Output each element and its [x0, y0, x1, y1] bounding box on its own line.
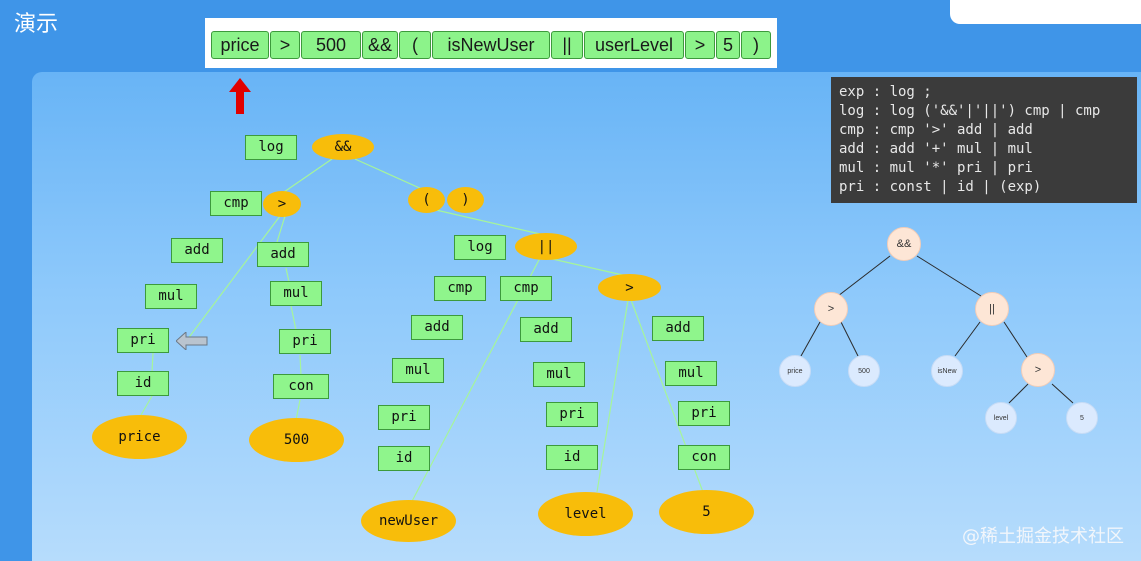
op-node-gt: > — [598, 274, 661, 301]
ast-leaf-price: price — [779, 355, 811, 387]
leaf-node-5: 5 — [659, 490, 754, 534]
grammar-line: cmp : cmp '>' add | add — [839, 122, 1033, 138]
node-pri: pri — [546, 402, 598, 427]
grammar-line: add : add '+' mul | mul — [839, 141, 1033, 157]
token: > — [685, 31, 715, 59]
grammar-line: pri : const | id | (exp) — [839, 179, 1042, 195]
token: isNewUser — [432, 31, 550, 59]
node-add: add — [652, 316, 704, 341]
token: userLevel — [584, 31, 684, 59]
node-id: id — [378, 446, 430, 471]
node-pri: pri — [279, 329, 331, 354]
op-node-rparen: ) — [447, 187, 484, 213]
ast-leaf-5: 5 — [1066, 402, 1098, 434]
op-node-or: || — [515, 233, 577, 260]
node-add: add — [411, 315, 463, 340]
red-arrow-icon — [229, 78, 251, 114]
node-mul: mul — [145, 284, 197, 309]
token: ( — [399, 31, 431, 59]
grammar-line: mul : mul '*' pri | pri — [839, 160, 1033, 176]
slide-title: 演示 — [14, 12, 59, 37]
token: && — [362, 31, 398, 59]
token-bar: price > 500 && ( isNewUser || userLevel … — [205, 18, 777, 68]
node-mul: mul — [392, 358, 444, 383]
ast-leaf-500: 500 — [848, 355, 880, 387]
node-con: con — [273, 374, 329, 399]
ast-leaf-level: level — [985, 402, 1017, 434]
node-add: add — [257, 242, 309, 267]
token: ) — [741, 31, 771, 59]
ast-node-or: || — [975, 292, 1009, 326]
node-cmp: cmp — [210, 191, 262, 216]
ast-node-and: && — [887, 227, 921, 261]
grammar-line: exp : log ; — [839, 84, 932, 100]
node-id: id — [117, 371, 169, 396]
ast-edges — [800, 255, 1074, 404]
token: > — [270, 31, 300, 59]
grammar-line: log : log ('&&'|'||') cmp | cmp — [839, 103, 1101, 119]
leaf-node-price: price — [92, 415, 187, 459]
pointer-arrow-icon — [176, 332, 208, 350]
node-cmp: cmp — [434, 276, 486, 301]
node-pri: pri — [378, 405, 430, 430]
grammar-box: exp : log ; log : log ('&&'|'||') cmp | … — [831, 77, 1137, 203]
op-node-lparen: ( — [408, 187, 445, 213]
node-add: add — [171, 238, 223, 263]
node-con: con — [678, 445, 730, 470]
node-pri: pri — [678, 401, 730, 426]
token: price — [211, 31, 269, 59]
node-mul: mul — [270, 281, 322, 306]
node-pri: pri — [117, 328, 169, 353]
node-cmp: cmp — [500, 276, 552, 301]
leaf-node-level: level — [538, 492, 633, 536]
ast-leaf-isnew: isNew — [931, 355, 963, 387]
ast-node-gt: > — [1021, 353, 1055, 387]
node-add: add — [520, 317, 572, 342]
ast-node-gt: > — [814, 292, 848, 326]
node-log: log — [245, 135, 297, 160]
token: || — [551, 31, 583, 59]
token: 5 — [716, 31, 740, 59]
node-id: id — [546, 445, 598, 470]
top-right-panel — [950, 0, 1141, 24]
op-node-gt: > — [263, 191, 301, 217]
node-mul: mul — [533, 362, 585, 387]
node-log: log — [454, 235, 506, 260]
leaf-node-newuser: newUser — [361, 500, 456, 542]
leaf-node-500: 500 — [249, 418, 344, 462]
op-node-and: && — [312, 134, 374, 160]
token: 500 — [301, 31, 361, 59]
watermark: @稀土掘金技术社区 — [962, 526, 1124, 547]
node-mul: mul — [665, 361, 717, 386]
